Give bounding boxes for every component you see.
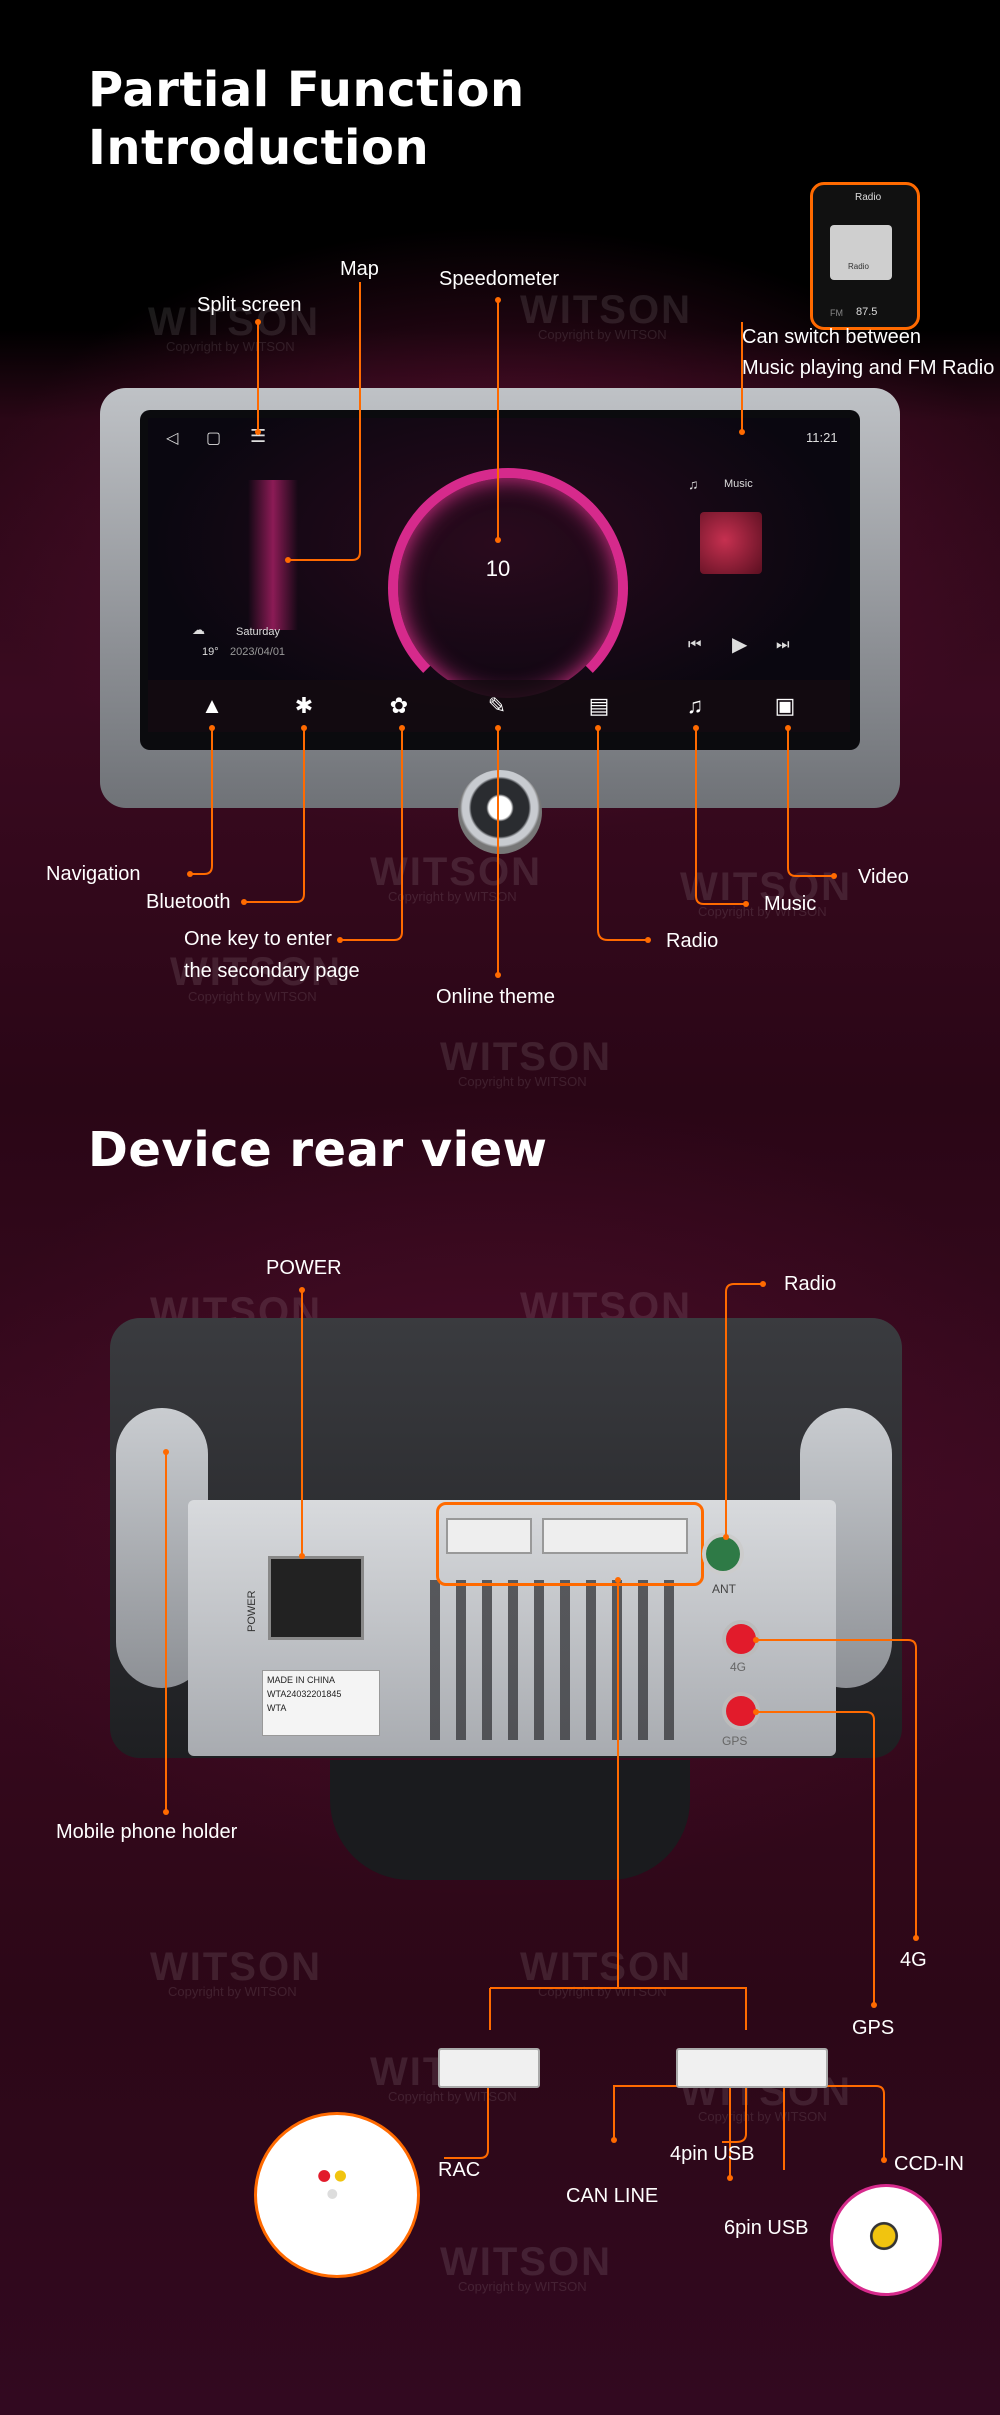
connector-rac: [446, 1518, 532, 1554]
print-ant: ANT: [712, 1582, 736, 1596]
app-dock: [148, 680, 850, 732]
serial-label: MADE IN CHINA WTA24032201845 WTA: [262, 1670, 380, 1736]
apps-grid-icon[interactable]: ✿: [389, 693, 409, 718]
bluetooth-icon[interactable]: ✱: [294, 693, 314, 718]
label-secondary-line2: the secondary page: [184, 960, 360, 982]
label-video: Video: [858, 866, 909, 888]
label-can-line: CAN LINE: [566, 2185, 659, 2207]
label-4g: 4G: [900, 1949, 927, 1971]
label-6pin-usb: 6pin USB: [724, 2217, 809, 2239]
popup-freq: 87.5: [856, 306, 878, 318]
popup-title: Radio: [855, 192, 882, 203]
power-connector: [268, 1556, 364, 1640]
label-mobile-holder: Mobile phone holder: [56, 1821, 238, 1843]
label-speedometer: Speedometer: [439, 268, 560, 290]
home-icon[interactable]: ▢: [206, 430, 222, 447]
label-rac: RAC: [438, 2159, 481, 2181]
main-connector-group: [436, 1502, 704, 1586]
music-icon[interactable]: ♫: [686, 693, 704, 718]
music-widget-label: Music: [724, 478, 753, 490]
camera-cable-photo: [830, 2184, 942, 2296]
print-wta: WTA: [267, 1703, 287, 1713]
weather-day: Saturday: [236, 626, 281, 638]
weather-icon: ☁: [192, 622, 205, 637]
label-secondary-line1: One key to enter: [184, 928, 332, 950]
album-art: [700, 512, 762, 574]
label-gps: GPS: [852, 2017, 895, 2039]
print-made-in: MADE IN CHINA: [267, 1675, 336, 1685]
map-widget[interactable]: [248, 480, 298, 630]
port-4g: [726, 1624, 756, 1654]
rear-title: Device rear view: [88, 1122, 548, 1178]
label-map: Map: [340, 258, 379, 280]
clock: 11:21: [806, 430, 838, 445]
multi-plug: [676, 2048, 828, 2088]
theme-brush-icon[interactable]: ✎: [487, 693, 507, 718]
radio-antenna-port: [706, 1537, 740, 1571]
rac-plug: [438, 2048, 540, 2088]
back-icon[interactable]: ◁: [166, 430, 179, 447]
play-icon[interactable]: ▶: [732, 634, 748, 656]
rear-vents: [430, 1580, 680, 1740]
connector-multi: [542, 1518, 688, 1554]
split-screen-icon[interactable]: ☰: [250, 426, 267, 446]
label-bluetooth: Bluetooth: [146, 891, 231, 913]
label-music: Music: [764, 893, 817, 915]
print-gps: GPS: [722, 1734, 748, 1748]
speedometer-gauge: [388, 468, 628, 708]
popup-band: FM: [830, 308, 843, 318]
label-split-screen: Split screen: [197, 294, 302, 316]
weather-temp: 19°: [202, 646, 219, 658]
next-track-icon[interactable]: ⏭: [776, 636, 790, 653]
speed-value: 10: [485, 556, 511, 581]
label-switch-line1: Can switch between: [742, 326, 921, 348]
volume-knob[interactable]: [458, 770, 542, 854]
label-radio-rear: Radio: [784, 1273, 837, 1295]
rca-yellow-icon: [862, 2214, 906, 2258]
music-note-icon: ♫: [688, 476, 699, 492]
radio-popup-icon: [830, 225, 892, 280]
label-online-theme: Online theme: [436, 986, 555, 1008]
rear-bracket: [330, 1760, 690, 1880]
video-icon[interactable]: ▣: [774, 693, 796, 718]
front-title-line1: Partial Function: [88, 62, 525, 118]
radio-icon[interactable]: ▤: [588, 693, 610, 718]
popup-sub: Radio: [848, 262, 869, 271]
radio-popup: [810, 182, 920, 330]
print-serial: WTA24032201845: [267, 1689, 342, 1699]
navigation-icon[interactable]: ▲: [201, 693, 223, 718]
label-radio: Radio: [666, 930, 719, 952]
prev-track-icon[interactable]: ⏮: [688, 636, 702, 653]
label-ccd-in: CCD-IN: [894, 2153, 964, 2175]
label-navigation: Navigation: [46, 863, 141, 885]
port-gps: [726, 1696, 756, 1726]
print-4g: 4G: [730, 1660, 747, 1674]
front-title-line2: Introduction: [88, 120, 430, 176]
label-4pin-usb: 4pin USB: [670, 2143, 755, 2165]
rca-plugs-icon: [308, 2158, 362, 2218]
weather-date: 2023/04/01: [230, 646, 286, 658]
label-power: POWER: [266, 1257, 342, 1279]
label-switch-line2: Music playing and FM Radio: [742, 357, 995, 379]
